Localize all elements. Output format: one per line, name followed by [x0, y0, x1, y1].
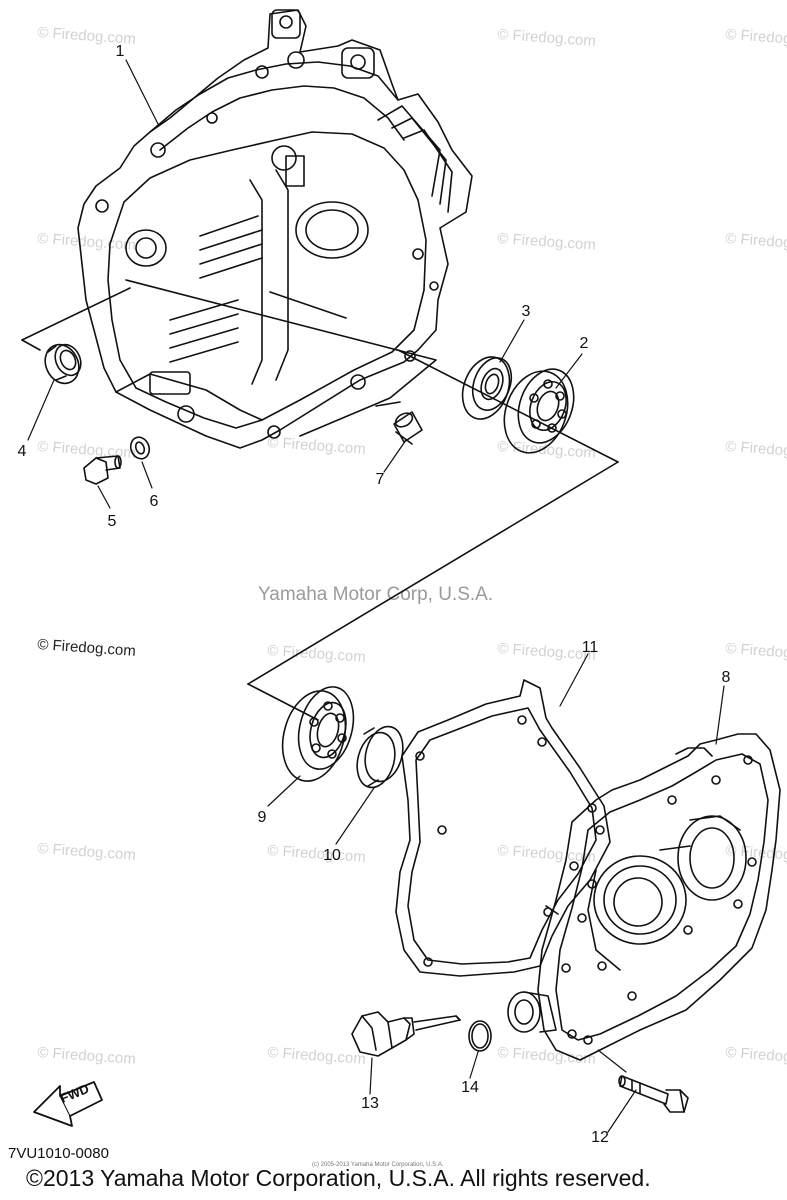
callout-1: 1: [115, 43, 125, 60]
callout-4: 4: [17, 443, 27, 460]
callout-14: 14: [461, 1079, 479, 1096]
callout-3: 3: [521, 303, 531, 320]
leader-lines: [27, 59, 725, 1133]
cap-10-drawing: [356, 725, 404, 789]
bolt-12-drawing: [618, 1075, 689, 1113]
dipstick-13-drawing: [351, 1011, 461, 1057]
bearing-2-drawing: [503, 368, 575, 454]
yamaha-watermark: Yamaha Motor Corp, U.S.A.: [258, 584, 494, 605]
washer-6-drawing: [129, 436, 151, 460]
copyright-text: ©2013 Yamaha Motor Corporation, U.S.A. A…: [26, 1165, 651, 1191]
callout-5: 5: [107, 513, 117, 530]
tiny-copyright: (c) 2005-2013 Yamaha Motor Corporation, …: [312, 1162, 444, 1168]
dowel-pin-7-drawing: [393, 411, 423, 445]
callout-12: 12: [591, 1129, 609, 1146]
callout-9: 9: [257, 809, 267, 826]
oil-seal-4-drawing: [44, 343, 82, 385]
crankcase-cover-8-drawing: [507, 733, 781, 1061]
callout-2: 2: [579, 335, 589, 352]
callout-6: 6: [149, 493, 159, 510]
callout-10: 10: [323, 847, 341, 864]
callout-8: 8: [721, 669, 731, 686]
bearing-9-drawing: [281, 686, 355, 782]
o-ring-14-drawing: [468, 1020, 492, 1052]
crankcase-1-drawing: [21, 9, 619, 721]
oil-seal-3-drawing: [461, 356, 513, 420]
callout-7: 7: [375, 471, 385, 488]
fwd-arrow-icon: [33, 1081, 103, 1127]
diagram-code: 7VU1010-0080: [8, 1145, 109, 1162]
callout-11: 11: [581, 639, 599, 656]
gasket-11-drawing: [395, 679, 611, 977]
bolt-5-drawing: [83, 455, 122, 485]
callout-13: 13: [361, 1095, 379, 1112]
